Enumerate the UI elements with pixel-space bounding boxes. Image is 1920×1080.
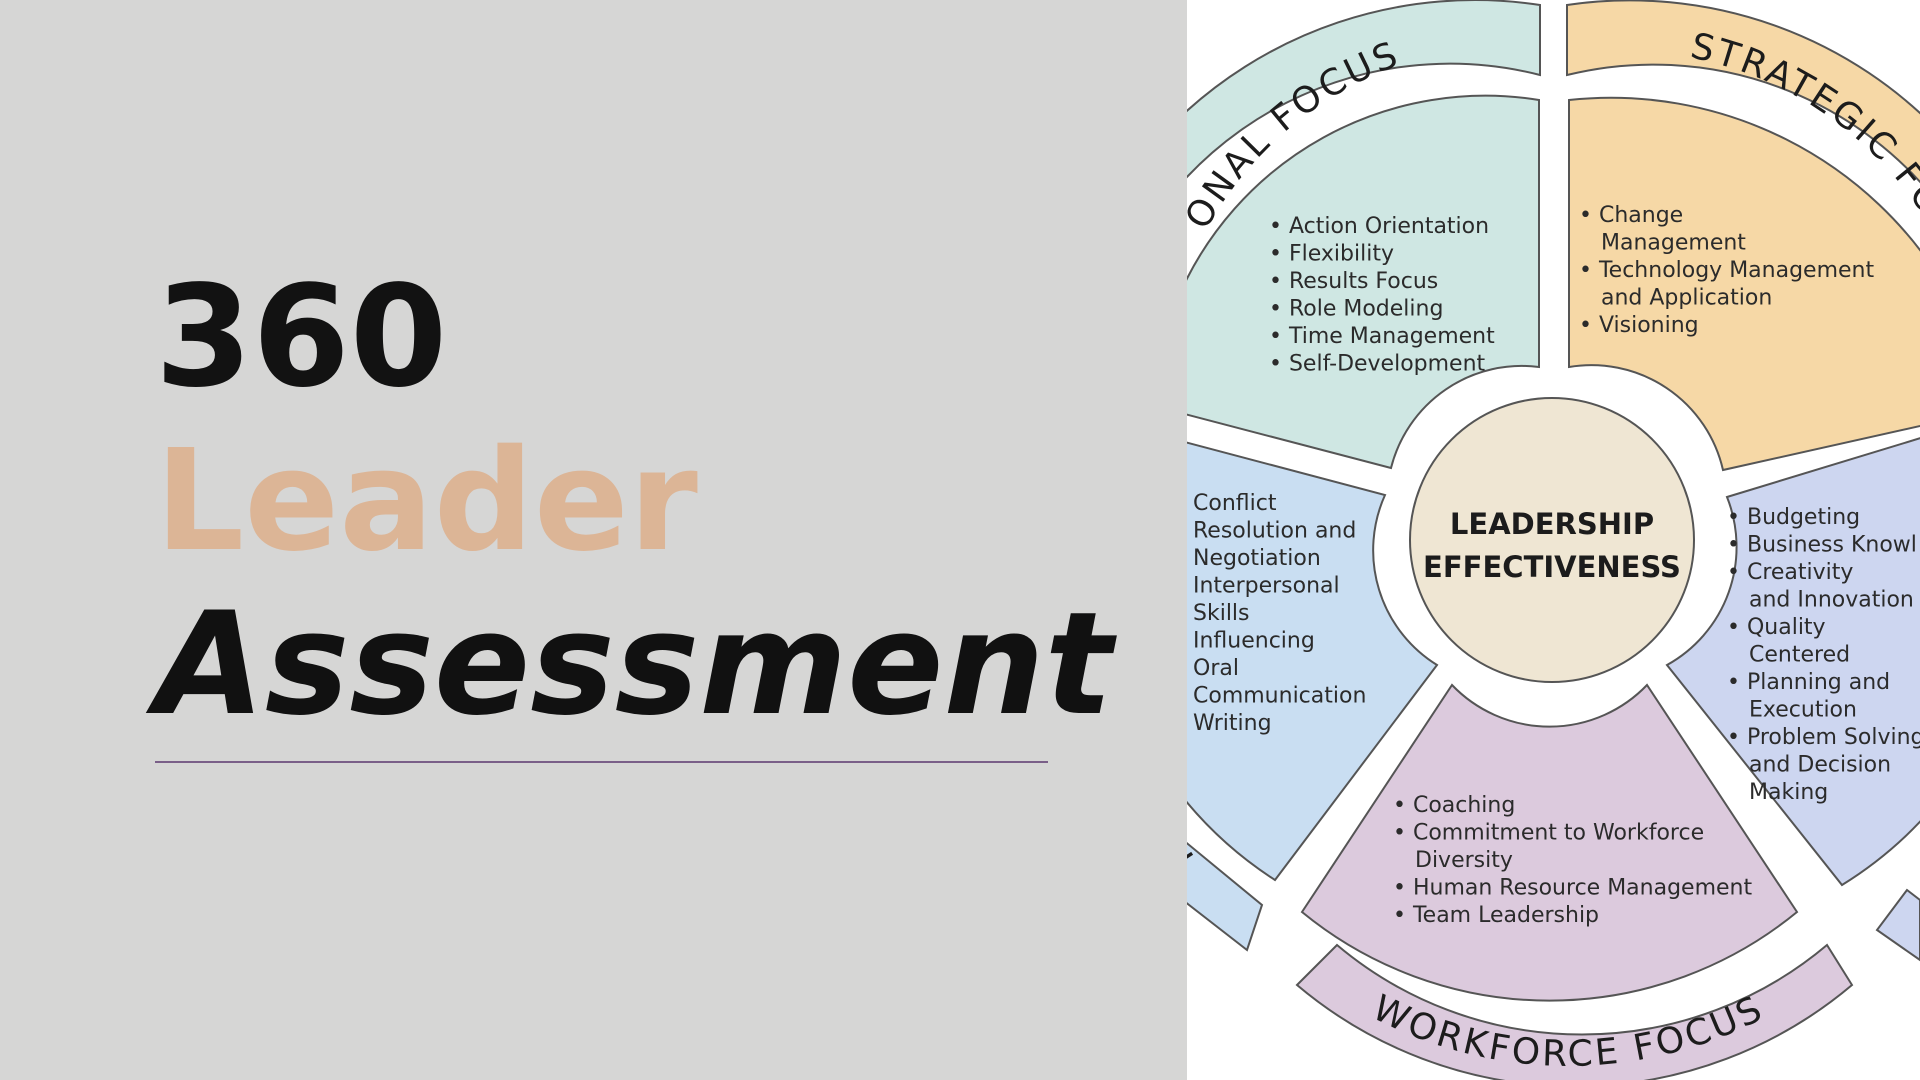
wheel-list-item: and Innovation — [1749, 588, 1914, 613]
leadership-wheel-diagram: LEADERSHIP EFFECTIVENESS ONAL FOCUS STRA… — [1187, 0, 1920, 1080]
wedge-business — [1665, 437, 1920, 887]
wheel-list-item: • Team Leadership — [1393, 903, 1599, 928]
wheel-list-item: • Flexibility — [1269, 242, 1394, 267]
wheel-list-item: • Budgeting — [1727, 505, 1860, 530]
business-focus-list: • Budgeting • Business Knowl• Creativity a… — [1727, 505, 1920, 805]
ring-strategic — [1566, 0, 1920, 184]
personal-focus-list: • Action Orientation • Flexibility• Resul… — [1269, 214, 1495, 377]
wheel-list-item: Resolution and — [1193, 519, 1356, 544]
wheel-list-item: Communication — [1193, 684, 1366, 709]
wheel-list-item: Execution — [1749, 698, 1857, 723]
leadership-wheel-image: LEADERSHIP EFFECTIVENESS ONAL FOCUS STRA… — [1187, 0, 1920, 1080]
wheel-list-item: • Time Management — [1269, 324, 1495, 349]
title-line-360: 360 — [155, 256, 448, 419]
wheel-list-item: • Coaching — [1393, 793, 1515, 818]
wedge-personal — [1187, 94, 1540, 470]
wheel-list-item: Writing — [1193, 711, 1272, 736]
wheel-list-item: Negotiation — [1193, 546, 1321, 571]
wheel-list-item: and Decision — [1749, 753, 1891, 778]
wheel-list-item: • Problem Solving — [1727, 725, 1920, 750]
ring-workforce — [1295, 943, 1854, 1080]
wheel-list-item: • Creativity — [1727, 560, 1853, 585]
wheel-list-item: Influencing — [1193, 629, 1315, 654]
wheel-list-item: Centered — [1749, 643, 1850, 668]
wheel-list-item: • Self-Development — [1269, 352, 1486, 377]
title-panel: 360 Leader Assessment — [155, 256, 1113, 763]
wedge-workforce — [1300, 683, 1799, 1002]
wheel-list-item: Interpersonal — [1193, 574, 1340, 599]
wheel-list-item: Conflict — [1193, 491, 1277, 516]
wedge-interpersonal — [1187, 441, 1439, 882]
title-line-assessment: Assessment — [155, 582, 1113, 747]
ring-interpersonal — [1187, 841, 1264, 952]
wheel-list-item: • Visioning — [1579, 313, 1699, 338]
center-hub — [1409, 397, 1695, 683]
wheel-list-item: • Commitment to Workforce — [1393, 821, 1704, 846]
wheel-list-item: Oral — [1193, 656, 1239, 681]
workforce-focus-list: • Coaching • Commitment to WorkforceDiver… — [1393, 793, 1752, 928]
wedge-strategic — [1568, 96, 1920, 472]
wheel-list-item: • Technology Management — [1579, 258, 1874, 283]
wheel-list-item: • Results Focus — [1269, 269, 1438, 294]
center-label-line1: LEADERSHIP — [1450, 507, 1654, 541]
wheel-list-item: Making — [1749, 780, 1828, 805]
ring-personal — [1187, 0, 1541, 179]
title-divider — [155, 761, 1048, 763]
wheel-list-item: Management — [1601, 231, 1746, 256]
wheel-list-item: Skills — [1193, 601, 1250, 626]
wheel-list-item: and Application — [1601, 286, 1772, 311]
wheel-list-item: Diversity — [1415, 848, 1513, 873]
ring-business — [1875, 888, 1920, 962]
center-label-line2: EFFECTIVENESS — [1423, 550, 1681, 584]
wheel-list-item: • Human Resource Management — [1393, 876, 1752, 901]
wheel-list-item: • Business Knowl — [1727, 533, 1917, 558]
wheel-list-item: • Planning and — [1727, 670, 1890, 695]
wheel-list-item: • Role Modeling — [1269, 297, 1443, 322]
wheel-list-item: • Change — [1579, 203, 1683, 228]
title-line-leader: Leader — [155, 420, 698, 583]
wheel-list-item: • Quality — [1727, 615, 1826, 640]
wheel-list-item: • Action Orientation — [1269, 214, 1489, 239]
